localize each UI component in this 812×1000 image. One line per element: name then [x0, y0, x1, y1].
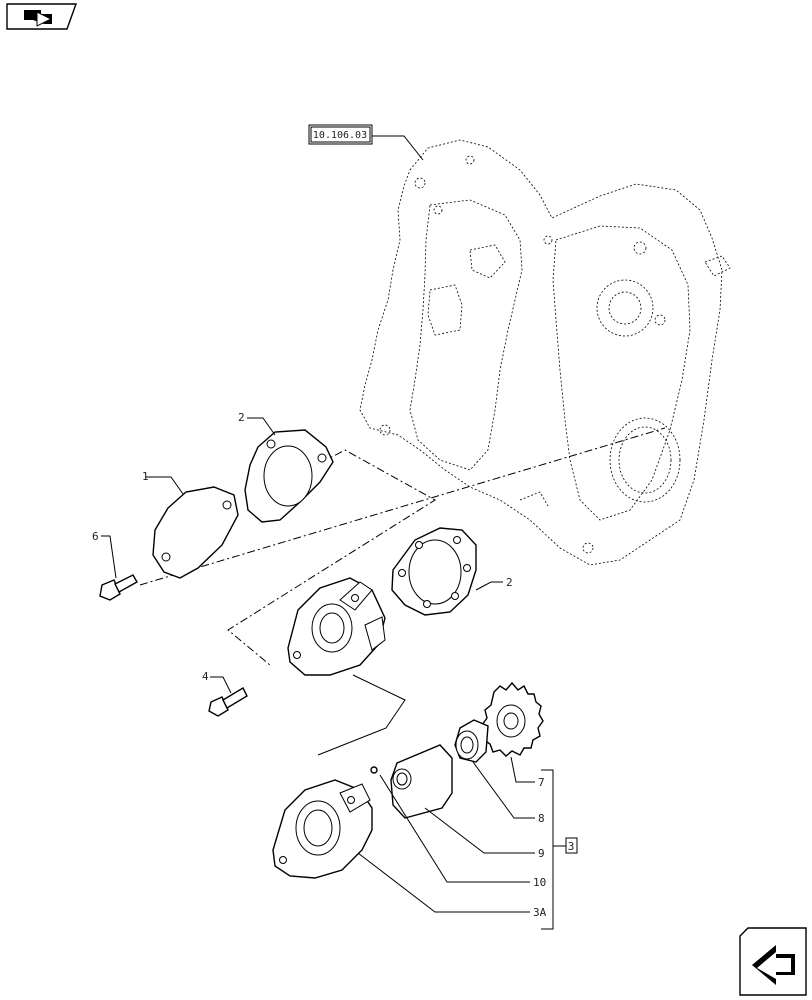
pin-10	[370, 766, 378, 774]
kit-box-label: 3	[568, 840, 575, 853]
book-navigation-icon[interactable]	[6, 3, 77, 30]
gasket-upper	[244, 429, 334, 523]
gasket-lower	[391, 527, 477, 616]
pump-body	[287, 577, 386, 676]
bolt-6	[99, 574, 138, 601]
callout-8: 8	[538, 812, 545, 825]
callout-4: 4	[202, 670, 209, 683]
kit-box[interactable]: 3	[565, 837, 578, 854]
callout-2-upper: 2	[238, 411, 245, 424]
callout-10: 10	[533, 876, 546, 889]
callout-3a: 3A	[533, 906, 547, 919]
bearing-8	[454, 719, 489, 763]
next-page-arrow-icon[interactable]	[739, 927, 807, 996]
callout-1: 1	[142, 470, 149, 483]
callout-6: 6	[92, 530, 99, 543]
shaft-9	[390, 744, 453, 819]
engine-front-housing	[359, 139, 731, 566]
gear-7	[481, 681, 544, 757]
callout-7: 7	[538, 776, 545, 789]
cover-plate	[152, 486, 239, 579]
callout-2-lower: 2	[506, 576, 513, 589]
callout-9: 9	[538, 847, 545, 860]
reference-box-label: 10.106.03	[313, 130, 367, 141]
reference-box[interactable]: 10.106.03	[308, 124, 373, 145]
pump-housing-3a	[272, 779, 373, 879]
bolt-4	[208, 687, 248, 717]
